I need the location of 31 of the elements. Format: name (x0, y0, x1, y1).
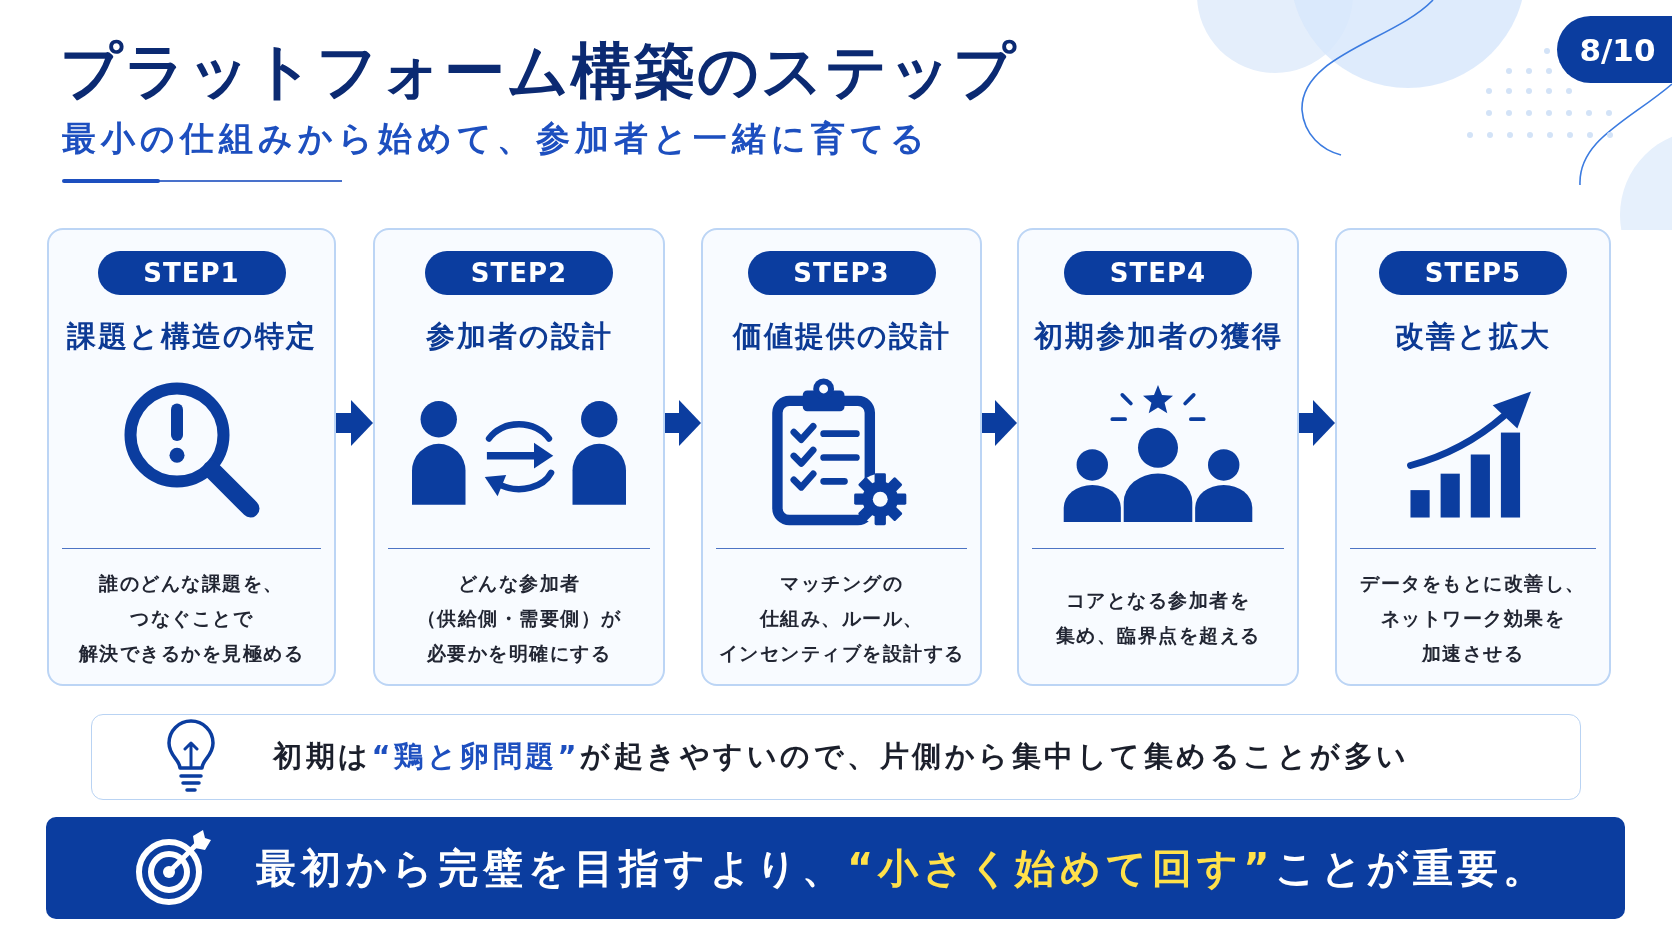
arrow (665, 400, 701, 446)
step-heading: 改善と拡大 (1395, 318, 1551, 355)
step-heading: 初期参加者の獲得 (1033, 318, 1283, 355)
key-message-banner (46, 817, 1625, 919)
step-badge: STEP5 (1379, 251, 1567, 295)
arrow (982, 400, 1017, 446)
step-badge: STEP3 (747, 251, 936, 295)
step-description: コアとなる参加者を集め、臨界点を超える (1054, 588, 1262, 648)
step-badge: STEP4 (1064, 251, 1252, 295)
step-description: 誰のどんな課題を、つなぐことで解決できるかを見極める (77, 570, 306, 666)
page-number: 8/10 (1557, 16, 1672, 83)
key-message-text: 最初から完璧を目指すより、“小さく始めて回す”ことが重要。 (256, 844, 1548, 893)
arrow (336, 400, 373, 446)
step-card (373, 228, 665, 686)
step-badge: STEP2 (425, 251, 613, 295)
arrow (1299, 400, 1335, 446)
step-description: データをもとに改善し、ネットワーク効果を加速させる (1359, 570, 1587, 666)
step-card (1017, 228, 1299, 686)
note-panel (91, 714, 1581, 800)
step-badge: STEP1 (97, 251, 286, 295)
step-heading: 参加者の設計 (425, 318, 613, 355)
slide-subtitle: 最小の仕組みから始めて、参加者と一緒に育てる (62, 118, 930, 159)
step-card (1335, 228, 1611, 686)
slide-title: プラットフォーム構築のステップ (60, 36, 1017, 107)
step-card (701, 228, 982, 686)
step-card (47, 228, 336, 686)
note-text: 初期は“鶏と卵問題”が起きやすいので、片側から集中して集めることが多い (273, 738, 1410, 776)
step-heading: 課題と構造の特定 (66, 318, 317, 355)
step-description: マッチングの仕組み、ルール、インセンティブを設計する (717, 570, 966, 666)
step-heading: 価値提供の設計 (732, 318, 951, 355)
step-description: どんな参加者（供給側・需要側）が必要かを明確にする (415, 570, 623, 666)
